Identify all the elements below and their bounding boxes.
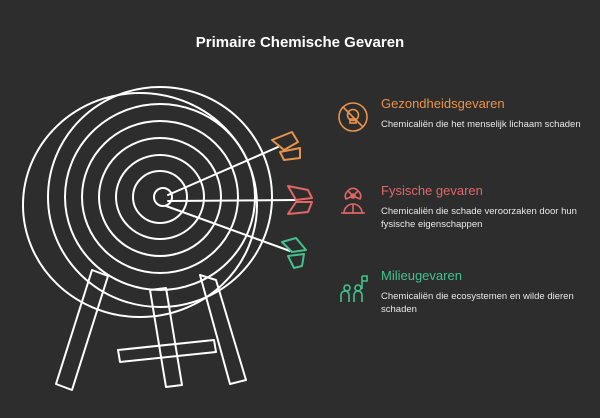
item-heading: Fysische gevaren [381, 183, 483, 198]
item-description: Chemicaliën die het menselijk lichaam sc… [381, 119, 581, 130]
item-description: Chemicaliën die schade veroorzaken door … [381, 206, 577, 230]
item-heading: Gezondheidsgevaren [381, 96, 505, 111]
easel-stand [55, 269, 247, 391]
target-board [22, 86, 273, 318]
bullseye [153, 187, 173, 207]
people-with-flag-icon [340, 275, 368, 302]
diagram-title: Primaire Chemische Gevaren [195, 34, 405, 51]
radiation-hardhat-icon [341, 187, 365, 214]
item-heading: Milieugevaren [381, 268, 462, 283]
skull-prohibited-icon [338, 102, 368, 132]
arrow-red [167, 185, 313, 215]
arrow-orange [167, 131, 301, 196]
item-description: Chemicaliën die ecosystemen en wilde die… [381, 291, 574, 315]
arrow-green [165, 205, 307, 269]
